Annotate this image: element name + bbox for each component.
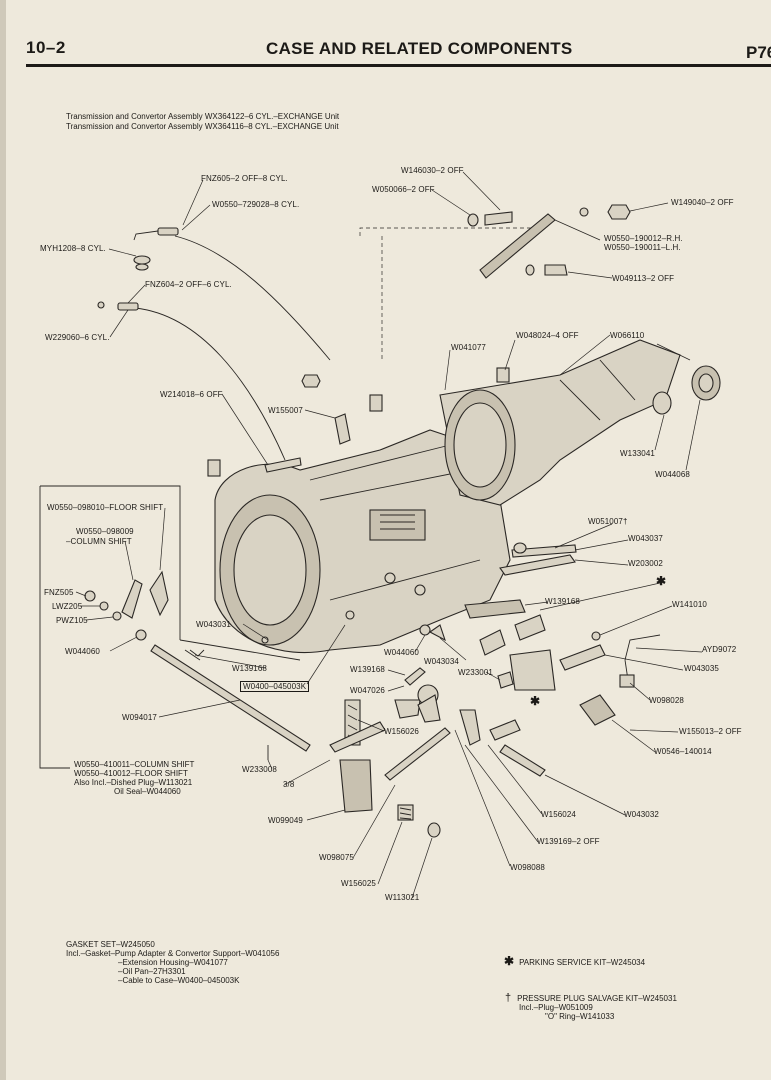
label-w113021: W113021 <box>385 893 420 902</box>
label-w229060: W229060–6 CYL. <box>45 333 110 342</box>
label-w139169: W139169–2 OFF <box>537 837 600 846</box>
label-column-shift: –COLUMN SHIFT <box>66 537 132 546</box>
asterisk-icon: ✱ <box>504 954 515 968</box>
pressure-kit-incl-2: "O" Ring–W141033 <box>545 1012 615 1021</box>
label-ayd9072: AYD9072 <box>702 645 737 654</box>
label-w214018: W214018–6 OFF <box>160 390 223 399</box>
asterisk-marker-2: ✱ <box>530 694 541 708</box>
label-w0550-098009: W0550–098009 <box>76 527 134 536</box>
shift-rod-note-3: Also Incl.–Dished Plug–W113021 <box>74 778 193 787</box>
dashed-frame <box>359 227 545 236</box>
label-w139168-c: W139168 <box>350 665 385 674</box>
leader-lines <box>75 171 703 899</box>
parking-kit: ✱PARKING SERVICE KIT–W245034 <box>504 954 646 968</box>
lower-linkage <box>189 649 546 838</box>
floor-shift-bracket-frame <box>39 485 181 769</box>
label-w155013: W155013–2 OFF <box>679 727 742 736</box>
shift-linkage <box>84 570 311 752</box>
label-3-8: 3/8 <box>283 780 295 789</box>
label-w156026: W156026 <box>384 727 419 736</box>
label-w043035: W043035 <box>684 664 719 673</box>
label-w0550-098010: W0550–098010–FLOOR SHIFT <box>47 503 164 512</box>
label-w051007: W051007† <box>588 517 628 526</box>
label-w149040: W149040–2 OFF <box>671 198 734 207</box>
gasket-set-line-1: Incl.–Gasket–Pump Adapter & Convertor Su… <box>66 949 280 958</box>
label-w233001: W233001 <box>458 668 493 677</box>
label-w0550-190011: W0550–190011–L.H. <box>604 243 681 252</box>
label-fnz605: FNZ605–2 OFF–8 CYL. <box>201 174 288 183</box>
gasket-set-line-4: –Cable to Case–W0400–045003K <box>118 976 240 985</box>
label-w043034: W043034 <box>424 657 459 666</box>
gasket-set-line-3: –Oil Pan–27H3301 <box>118 967 186 976</box>
label-w099049: W099049 <box>268 816 303 825</box>
label-w156024: W156024 <box>541 810 576 819</box>
assembly-line-2: Transmission and Convertor Assembly WX36… <box>66 122 339 131</box>
label-w050066: W050066–2 OFF <box>372 185 435 194</box>
dagger-marker: † <box>622 517 628 526</box>
cable-6cyl <box>134 307 286 461</box>
label-w0400-045003k: W0400–045003K <box>240 681 310 692</box>
page-title: CASE AND RELATED COMPONENTS <box>266 39 573 58</box>
label-w041077: W041077 <box>451 343 486 352</box>
asterisk-marker-1: ✱ <box>656 574 667 588</box>
label-w066110: W066110 <box>610 331 645 340</box>
page-number: 10–2 <box>26 38 66 57</box>
label-w0550-190012: W0550–190012–R.H. <box>604 234 683 243</box>
transmission-case <box>214 429 511 654</box>
label-w048024: W048024–4 OFF <box>516 331 579 340</box>
label-w098088: W098088 <box>510 863 545 872</box>
internal-parts <box>419 542 661 726</box>
label-w203002: W203002 <box>628 559 663 568</box>
dagger-icon: † <box>505 992 512 1004</box>
label-lwz205: LWZ205 <box>52 602 83 611</box>
label-w044068: W044068 <box>655 470 690 479</box>
page-edge <box>0 0 6 1080</box>
label-myh1208: MYH1208–8 CYL. <box>40 244 106 253</box>
shift-rod-note-4: Oil Seal–W044060 <box>114 787 181 796</box>
assembly-line-1: Transmission and Convertor Assembly WX36… <box>66 112 340 121</box>
gasket-set-title: GASKET SET–W245050 <box>66 940 155 949</box>
page-code: P76 <box>746 43 771 62</box>
label-w098028: W098028 <box>649 696 684 705</box>
label-w139168-a: W139168 <box>545 597 580 606</box>
top-hardware <box>467 204 631 279</box>
pressure-kit: †PRESSURE PLUG SALVAGE KIT–W245031 <box>505 992 677 1004</box>
label-w155007: W155007 <box>268 406 303 415</box>
cable-8cyl <box>174 235 331 361</box>
frame-leader <box>179 639 301 661</box>
label-w043037: W043037 <box>628 534 663 543</box>
shift-rod-note-2: W0550–410012–FLOOR SHIFT <box>74 769 188 778</box>
label-w098075: W098075 <box>319 853 354 862</box>
label-fnz604: FNZ604–2 OFF–6 CYL. <box>145 280 232 289</box>
label-w043031: W043031 <box>196 620 231 629</box>
label-w0546-140014: W0546–140014 <box>654 747 712 756</box>
label-w049113: W049113–2 OFF <box>612 274 675 283</box>
extension-housing <box>439 339 721 506</box>
label-w139168-b: W139168 <box>232 664 267 673</box>
label-pwz105: PWZ105 <box>56 616 88 625</box>
pressure-kit-incl-1: Incl.–Plug–W051009 <box>519 1003 593 1012</box>
header-rule <box>26 64 771 67</box>
label-w146030: W146030–2 OFF <box>401 166 464 175</box>
gasket-set-line-2: –Extension Housing–W041077 <box>118 958 228 967</box>
label-w043032: W043032 <box>624 810 659 819</box>
label-w233008: W233008 <box>242 765 277 774</box>
shift-rod-note-1: W0550–410011–COLUMN SHIFT <box>74 760 195 769</box>
label-w094017: W094017 <box>122 713 157 722</box>
label-w133041: W133041 <box>620 449 655 458</box>
label-w047026: W047026 <box>350 686 385 695</box>
label-w044060-b: W044060 <box>65 647 100 656</box>
label-fnz505: FNZ505 <box>44 588 74 597</box>
label-w156025: W156025 <box>341 879 376 888</box>
label-w044060-a: W044060 <box>384 648 419 657</box>
label-w141010: W141010 <box>672 600 707 609</box>
label-w0550-729028: W0550–729028–8 CYL. <box>212 200 300 209</box>
cable-ends <box>97 227 179 311</box>
bolts <box>207 367 510 477</box>
